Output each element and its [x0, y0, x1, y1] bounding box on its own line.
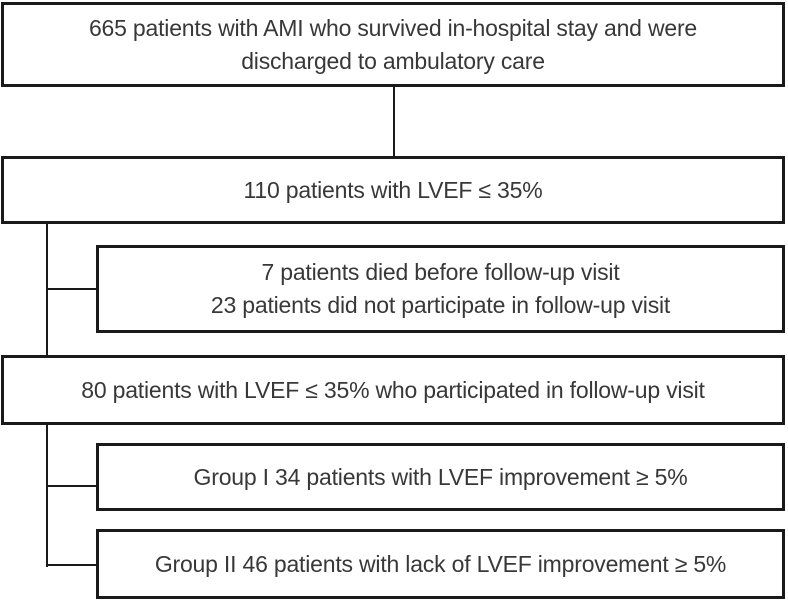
- connector-80-to-groups-rail: [46, 425, 48, 567]
- flow-node-excluded-patients: 7 patients died before follow-up visit 2…: [96, 245, 785, 333]
- flow-node-group-1: Group I 34 patients with LVEF improvemen…: [96, 443, 785, 511]
- flow-node-text-line: 80 patients with LVEF ≤ 35% who particip…: [81, 376, 705, 403]
- connector-665-to-110: [393, 87, 395, 156]
- flow-node-group-2: Group II 46 patients with lack of LVEF i…: [96, 529, 785, 599]
- flow-node-text-line: Group I 34 patients with LVEF improvemen…: [193, 463, 688, 490]
- flow-node-text-line: 23 patients did not participate in follo…: [210, 292, 671, 318]
- connector-stub-to-group-1: [46, 485, 98, 487]
- flow-node-text-line: 110 patients with LVEF ≤ 35%: [243, 176, 543, 203]
- connector-stub-to-group-2: [46, 564, 98, 566]
- flow-node-text-line: Group II 46 patients with lack of LVEF i…: [154, 550, 727, 577]
- connector-stub-to-excluded: [46, 288, 98, 290]
- flow-node-80-followup: 80 patients with LVEF ≤ 35% who particip…: [1, 355, 785, 425]
- flow-node-110-lvef: 110 patients with LVEF ≤ 35%: [1, 156, 785, 224]
- flow-node-text-line: discharged to ambulatory care: [241, 47, 545, 74]
- connector-110-to-80-rail: [46, 224, 48, 356]
- flow-node-665-ami: 665 patients with AMI who survived in-ho…: [1, 2, 785, 87]
- flow-node-text-line: 7 patients died before follow-up visit: [261, 259, 620, 285]
- flow-node-text-line: 665 patients with AMI who survived in-ho…: [88, 14, 698, 41]
